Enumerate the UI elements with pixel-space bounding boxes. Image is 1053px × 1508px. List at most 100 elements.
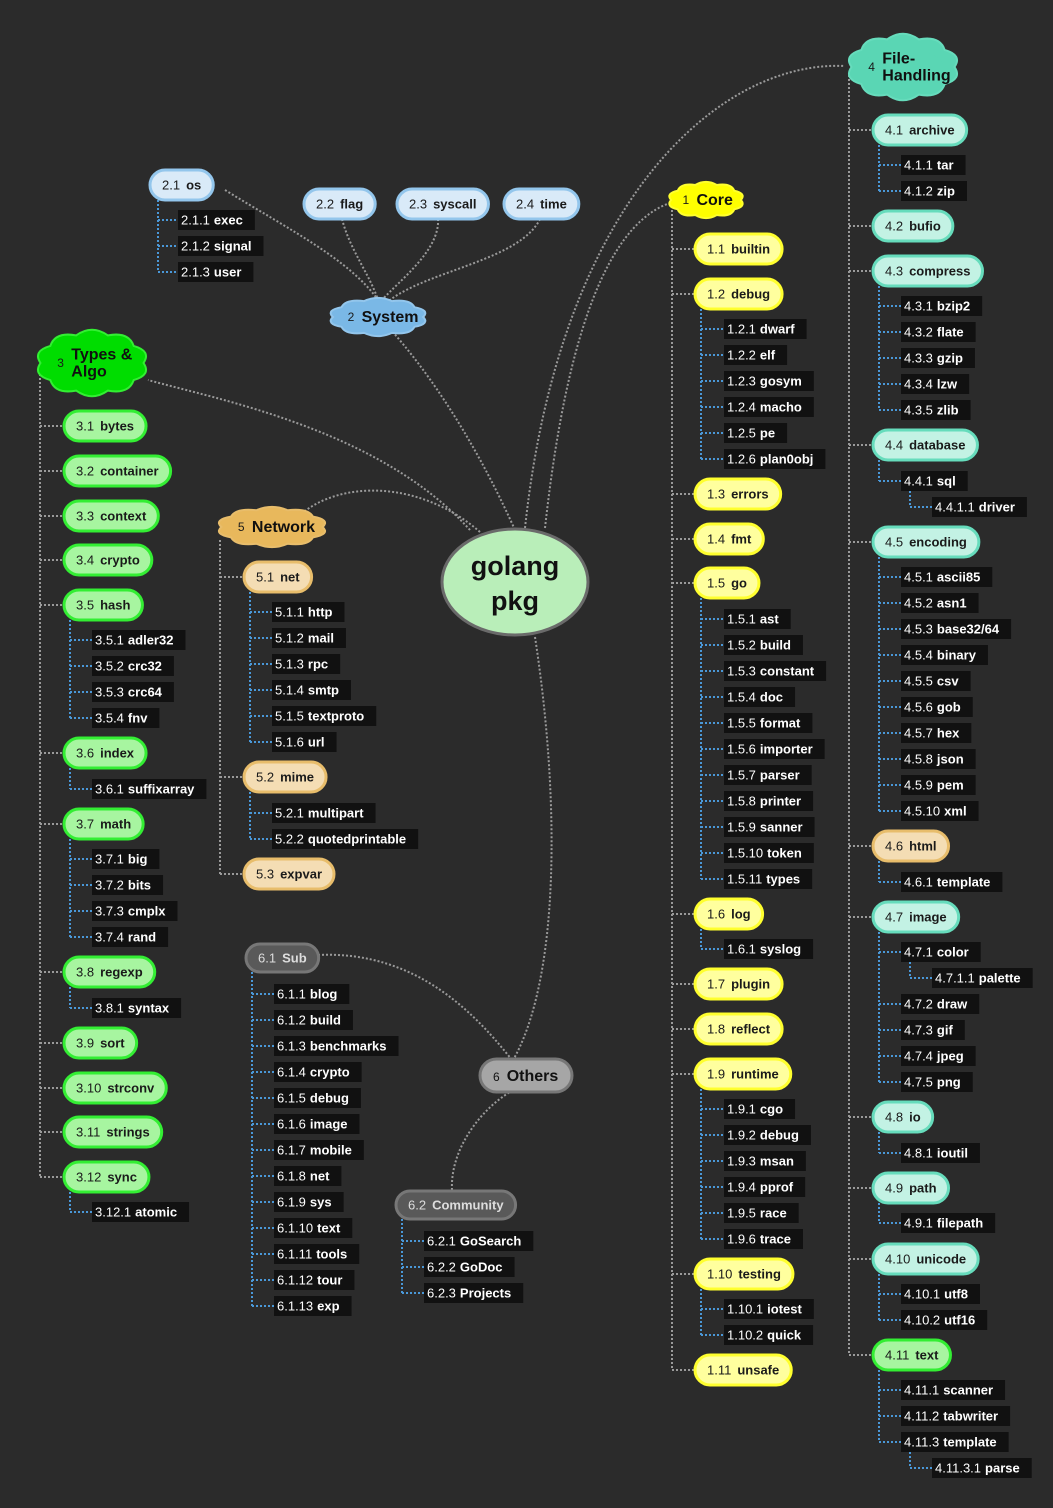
leaf-pe[interactable]: 1.2.5pe — [724, 423, 788, 443]
leaf-sql[interactable]: 4.4.1sql — [901, 471, 968, 491]
leaf-tour[interactable]: 6.1.12tour — [274, 1270, 355, 1290]
leaf-asn1[interactable]: 4.5.2asn1 — [901, 593, 979, 613]
leaf-crypto[interactable]: 6.1.4crypto — [274, 1062, 362, 1082]
leaf-color[interactable]: 4.7.1color — [901, 942, 981, 962]
node-runtime[interactable]: 1.9runtime — [693, 1057, 793, 1091]
leaf-zip[interactable]: 4.1.2zip — [901, 181, 967, 201]
leaf-binary[interactable]: 4.5.4binary — [901, 645, 988, 665]
branch-file-handling[interactable]: 4File-Handling — [848, 32, 958, 102]
node-hash[interactable]: 3.5hash — [62, 588, 144, 622]
leaf-pem[interactable]: 4.5.9pem — [901, 775, 976, 795]
leaf-types[interactable]: 1.5.11types — [724, 869, 813, 889]
node-builtin[interactable]: 1.1builtin — [693, 232, 784, 266]
node-mime[interactable]: 5.2mime — [242, 760, 328, 794]
branch-others[interactable]: 6Others — [478, 1057, 574, 1094]
leaf-gosym[interactable]: 1.2.3gosym — [724, 371, 814, 391]
node-html[interactable]: 4.6html — [871, 829, 951, 863]
node-compress[interactable]: 4.3compress — [871, 254, 984, 288]
leaf-flate[interactable]: 4.3.2flate — [901, 322, 976, 342]
leaf-gosearch[interactable]: 6.2.1GoSearch — [424, 1231, 534, 1251]
leaf-utf16[interactable]: 4.10.2utf16 — [901, 1310, 988, 1330]
leaf-build[interactable]: 6.1.2build — [274, 1010, 353, 1030]
leaf-atomic[interactable]: 3.12.1atomic — [92, 1202, 190, 1222]
node-reflect[interactable]: 1.8reflect — [693, 1012, 784, 1046]
leaf-xml[interactable]: 4.5.10xml — [901, 801, 979, 821]
leaf-text[interactable]: 6.1.10text — [274, 1218, 353, 1238]
leaf-gob[interactable]: 4.5.6gob — [901, 697, 973, 717]
leaf-filepath[interactable]: 4.9.1filepath — [901, 1213, 996, 1233]
node-database[interactable]: 4.4database — [871, 428, 979, 462]
leaf-http[interactable]: 5.1.1http — [272, 602, 345, 622]
leaf-ast[interactable]: 1.5.1ast — [724, 609, 791, 629]
node-community[interactable]: 6.2Community — [394, 1189, 518, 1221]
leaf-plan0obj[interactable]: 1.2.6plan0obj — [724, 449, 826, 469]
leaf-bits[interactable]: 3.7.2bits — [92, 875, 164, 895]
leaf-template[interactable]: 4.11.3template — [901, 1432, 1009, 1452]
leaf-token[interactable]: 1.5.10token — [724, 843, 814, 863]
leaf-debug[interactable]: 1.9.2debug — [724, 1125, 811, 1145]
leaf-parser[interactable]: 1.5.7parser — [724, 765, 812, 785]
leaf-crc32[interactable]: 3.5.2crc32 — [92, 656, 174, 676]
leaf-msan[interactable]: 1.9.3msan — [724, 1151, 806, 1171]
leaf-benchmarks[interactable]: 6.1.3benchmarks — [274, 1036, 399, 1056]
node-sort[interactable]: 3.9sort — [62, 1026, 139, 1060]
node-go[interactable]: 1.5go — [693, 566, 761, 600]
leaf-crc64[interactable]: 3.5.3crc64 — [92, 682, 174, 702]
leaf-lzw[interactable]: 4.3.4lzw — [901, 374, 970, 394]
leaf-projects[interactable]: 6.2.3Projects — [424, 1283, 524, 1303]
leaf-cgo[interactable]: 1.9.1cgo — [724, 1099, 796, 1119]
leaf-constant[interactable]: 1.5.3constant — [724, 661, 827, 681]
node-flag[interactable]: 2.2flag — [302, 187, 377, 221]
node-context[interactable]: 3.3context — [62, 499, 160, 533]
leaf-godoc[interactable]: 6.2.2GoDoc — [424, 1257, 515, 1277]
leaf-exp[interactable]: 6.1.13exp — [274, 1296, 352, 1316]
leaf-syslog[interactable]: 1.6.1syslog — [724, 939, 814, 959]
node-unsafe[interactable]: 1.11unsafe — [693, 1353, 793, 1387]
leaf-tools[interactable]: 6.1.11tools — [274, 1244, 360, 1264]
leaf-ioutil[interactable]: 4.8.1ioutil — [901, 1143, 980, 1163]
node-path[interactable]: 4.9path — [871, 1171, 951, 1205]
leaf-driver[interactable]: 4.4.1.1driver — [932, 497, 1027, 517]
leaf-multipart[interactable]: 5.2.1multipart — [272, 803, 376, 823]
leaf-gzip[interactable]: 4.3.3gzip — [901, 348, 975, 368]
leaf-elf[interactable]: 1.2.2elf — [724, 345, 788, 365]
leaf-importer[interactable]: 1.5.6importer — [724, 739, 825, 759]
leaf-parse[interactable]: 4.11.3.1parse — [932, 1458, 1032, 1478]
leaf-adler32[interactable]: 3.5.1adler32 — [92, 630, 186, 650]
leaf-textproto[interactable]: 5.1.5textproto — [272, 706, 377, 726]
leaf-macho[interactable]: 1.2.4macho — [724, 397, 814, 417]
leaf-format[interactable]: 1.5.5format — [724, 713, 813, 733]
leaf-hex[interactable]: 4.5.7hex — [901, 723, 972, 743]
leaf-utf8[interactable]: 4.10.1utf8 — [901, 1284, 980, 1304]
leaf-gif[interactable]: 4.7.3gif — [901, 1020, 965, 1040]
node-net[interactable]: 5.1net — [242, 560, 314, 594]
leaf-draw[interactable]: 4.7.2draw — [901, 994, 980, 1014]
leaf-debug[interactable]: 6.1.5debug — [274, 1088, 361, 1108]
leaf-signal[interactable]: 2.1.2signal — [178, 236, 264, 256]
node-encoding[interactable]: 4.5encoding — [871, 525, 981, 559]
leaf-build[interactable]: 1.5.2build — [724, 635, 803, 655]
leaf-big[interactable]: 3.7.1big — [92, 849, 160, 869]
leaf-mail[interactable]: 5.1.2mail — [272, 628, 346, 648]
leaf-base32-64[interactable]: 4.5.3base32/64 — [901, 619, 1012, 639]
leaf-quick[interactable]: 1.10.2quick — [724, 1325, 814, 1345]
leaf-trace[interactable]: 1.9.6trace — [724, 1229, 803, 1249]
leaf-scanner[interactable]: 4.11.1scanner — [901, 1380, 1006, 1400]
branch-system[interactable]: 2System — [329, 296, 427, 338]
node-sync[interactable]: 3.12sync — [62, 1160, 151, 1194]
leaf-exec[interactable]: 2.1.1exec — [178, 210, 255, 230]
leaf-syntax[interactable]: 3.8.1syntax — [92, 998, 182, 1018]
leaf-csv[interactable]: 4.5.5csv — [901, 671, 971, 691]
leaf-template[interactable]: 4.6.1template — [901, 872, 1003, 892]
leaf-user[interactable]: 2.1.3user — [178, 262, 254, 282]
leaf-mobile[interactable]: 6.1.7mobile — [274, 1140, 364, 1160]
node-strings[interactable]: 3.11strings — [62, 1115, 164, 1149]
node-strconv[interactable]: 3.10strconv — [62, 1071, 168, 1105]
leaf-tar[interactable]: 4.1.1tar — [901, 155, 966, 175]
node-expvar[interactable]: 5.3expvar — [242, 857, 336, 891]
node-regexp[interactable]: 3.8regexp — [62, 955, 157, 989]
leaf-json[interactable]: 4.5.8json — [901, 749, 976, 769]
leaf-printer[interactable]: 1.5.8printer — [724, 791, 814, 811]
node-testing[interactable]: 1.10testing — [693, 1257, 795, 1291]
leaf-cmplx[interactable]: 3.7.3cmplx — [92, 901, 178, 921]
